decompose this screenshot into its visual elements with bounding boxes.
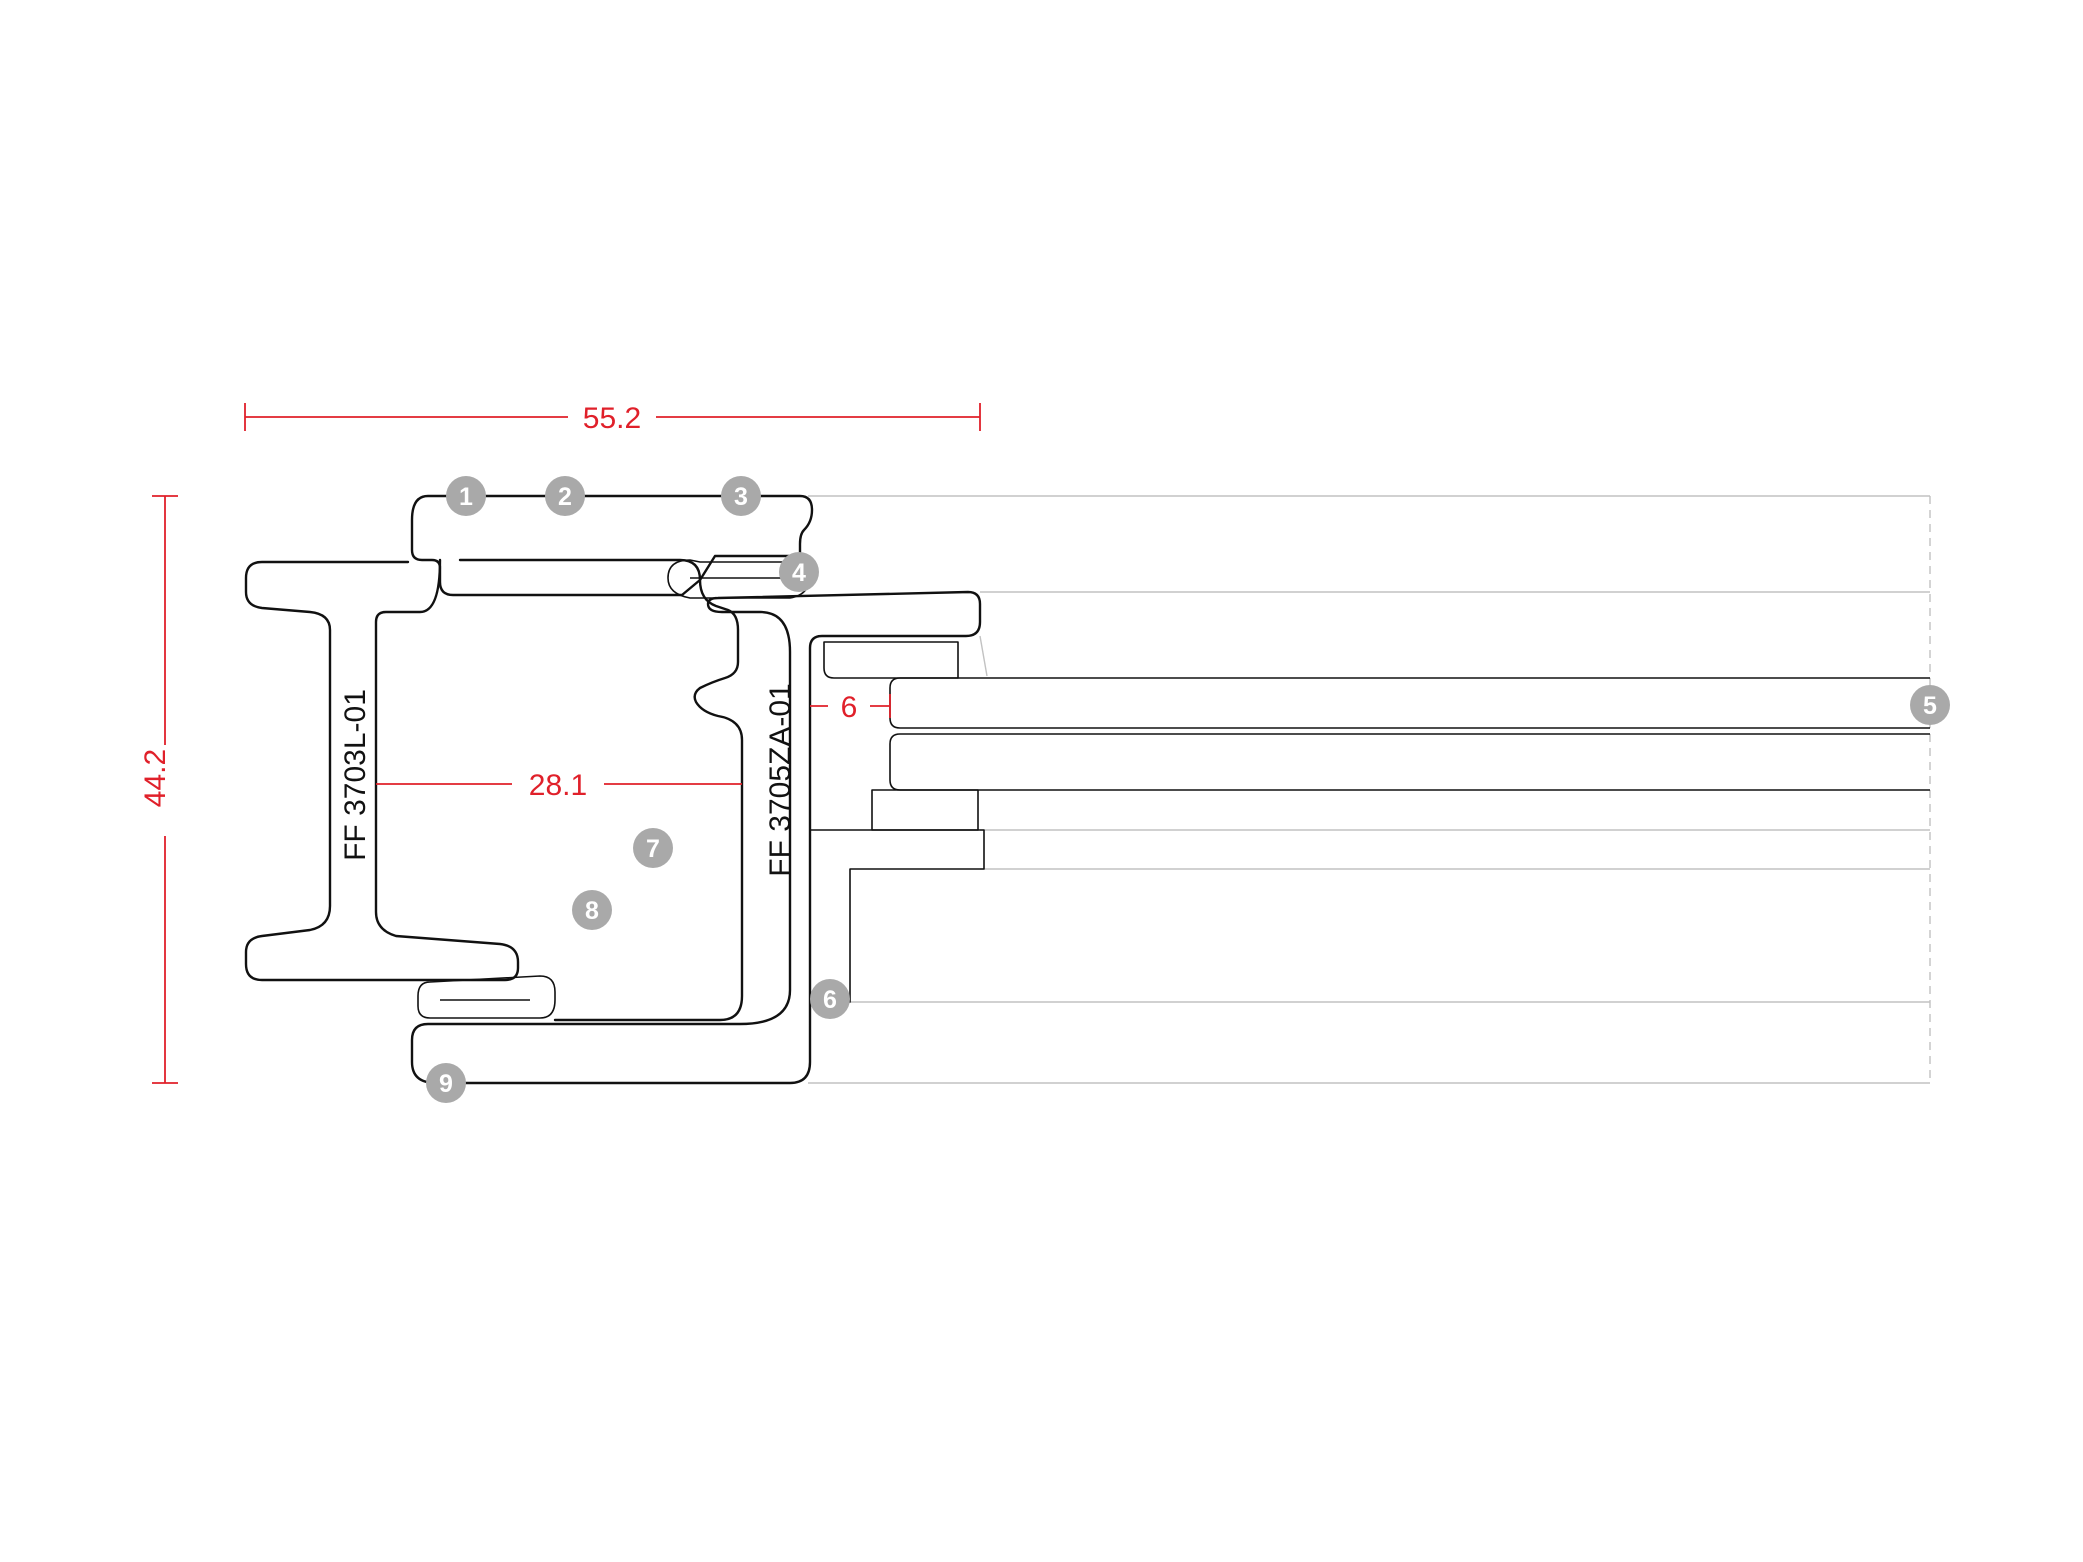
marker-5: 5 <box>1910 685 1950 725</box>
sash-bead-lower <box>810 829 985 1003</box>
marker-2-label: 2 <box>558 483 572 511</box>
glass-gap-dimension-label: 6 <box>841 691 858 724</box>
glass-pane-bottom <box>889 733 1930 791</box>
marker-4-label: 4 <box>792 559 806 587</box>
setting-block <box>871 789 979 831</box>
sash-profile-label: FF 3705ZA-01 <box>764 683 797 876</box>
frame-inner-body <box>458 558 744 1022</box>
dimension-height: 44.2 <box>139 495 178 1084</box>
glass-pane-top <box>889 677 1930 729</box>
frame-profile-outline <box>410 494 814 597</box>
frame-profile-label: FF 3703L-01 <box>339 689 372 861</box>
dimension-inner-width: 28.1 <box>376 769 742 802</box>
glazing <box>823 641 1930 831</box>
marker-4: 4 <box>779 552 819 592</box>
marker-6-label: 6 <box>823 986 837 1014</box>
marker-9-label: 9 <box>439 1070 453 1098</box>
marker-8: 8 <box>572 890 612 930</box>
marker-1: 1 <box>446 476 486 516</box>
marker-8-label: 8 <box>585 897 599 925</box>
sash-profile <box>410 559 985 1085</box>
marker-3-label: 3 <box>734 483 748 511</box>
dimension-glass-gap: 6 <box>810 691 891 724</box>
marker-3: 3 <box>721 476 761 516</box>
marker-6: 6 <box>810 979 850 1019</box>
marker-2: 2 <box>545 476 585 516</box>
frame-profile <box>244 494 814 1022</box>
frame-bottom-gasket <box>417 975 556 1019</box>
height-dimension-label: 44.2 <box>139 749 172 807</box>
marker-1-label: 1 <box>459 483 473 511</box>
dimension-width: 55.2 <box>244 402 981 435</box>
sash-profile-outline <box>410 590 982 1085</box>
marker-5-label: 5 <box>1923 692 1937 720</box>
reference-lines <box>808 495 1931 1084</box>
glazing-bead-upper <box>823 641 959 679</box>
marker-9: 9 <box>426 1063 466 1103</box>
inner-width-dimension-label: 28.1 <box>529 769 587 802</box>
frame-main-body <box>244 558 520 982</box>
width-dimension-label: 55.2 <box>583 402 641 435</box>
marker-7-label: 7 <box>646 835 660 863</box>
marker-7: 7 <box>633 828 673 868</box>
